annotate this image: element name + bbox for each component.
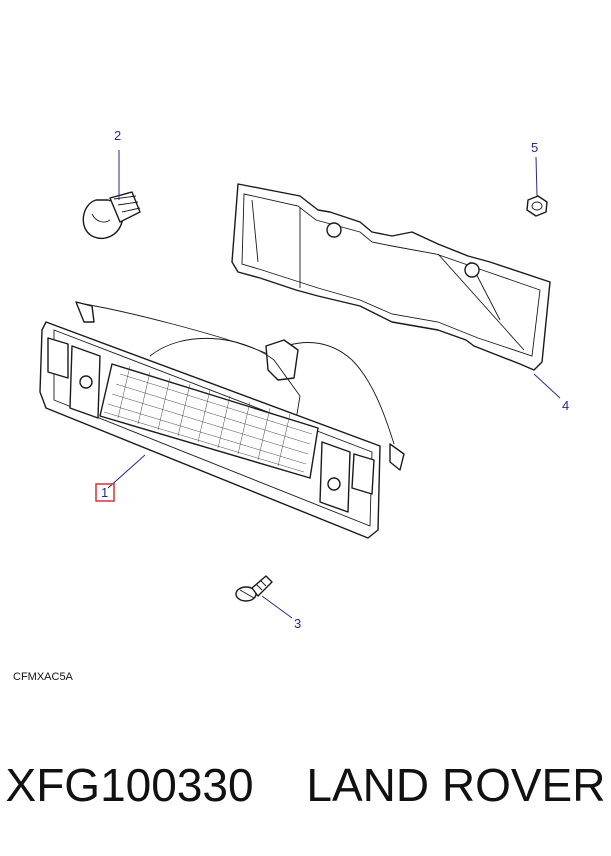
leader-line-1 <box>107 454 146 489</box>
callout-1-highlight-box <box>95 483 115 502</box>
leader-line-4 <box>533 373 561 399</box>
caption: XFG100330 LAND ROVER <box>0 758 611 812</box>
bulb-part <box>82 191 141 240</box>
callout-2[interactable]: 2 <box>114 128 121 143</box>
screw-part <box>235 575 273 602</box>
parts-diagram: 2 5 4 3 1 <box>39 128 569 631</box>
callout-1[interactable]: 1 <box>101 485 108 500</box>
callout-5[interactable]: 5 <box>531 140 538 155</box>
callout-1-highlighted[interactable]: 1 <box>95 483 115 502</box>
gasket-part <box>231 183 551 371</box>
diagram-code: CFMXAC5A <box>13 671 73 683</box>
part-number: XFG100330 <box>5 759 254 811</box>
leader-line-5 <box>535 156 538 197</box>
leader-line-3 <box>261 595 293 619</box>
lamp-assembly-part <box>39 301 405 539</box>
nut-part <box>526 195 548 217</box>
callout-4[interactable]: 4 <box>562 398 569 413</box>
callout-3[interactable]: 3 <box>294 616 301 631</box>
brand-name: LAND ROVER <box>306 759 606 811</box>
